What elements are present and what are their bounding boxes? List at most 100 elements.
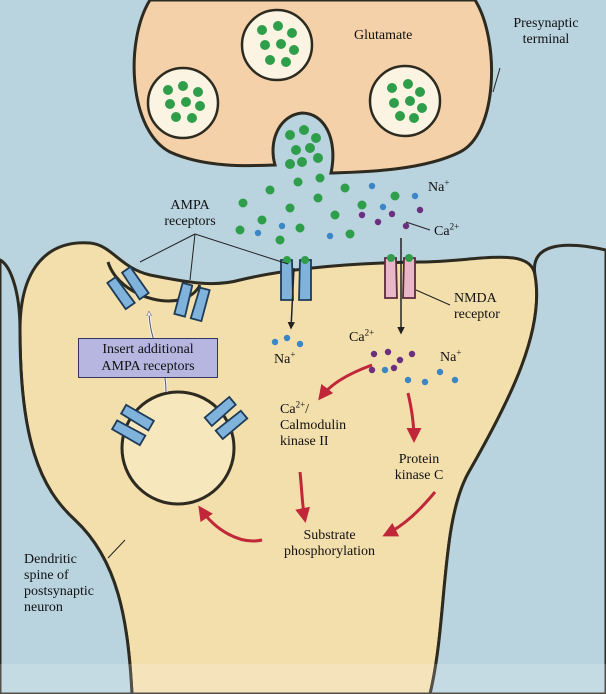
spine-pointer <box>107 539 126 559</box>
glutamate-molecule <box>305 143 315 153</box>
ca-top-sup: 2+ <box>449 221 460 232</box>
pkc-line1: Protein <box>398 452 440 467</box>
substrate-line1: Substrate <box>303 528 356 543</box>
postsynaptic-ions <box>271 334 459 386</box>
glutamate-molecule <box>287 28 297 38</box>
extracellular-left <box>0 258 134 694</box>
glutamate-molecule <box>313 153 323 163</box>
na-influx-arrow <box>287 267 296 330</box>
calcium-ion <box>370 350 378 358</box>
spine-line4: neuron <box>24 600 63 615</box>
glutamate-molecule <box>285 203 295 213</box>
insert-label-line2: AMPA receptors <box>101 359 195 374</box>
na-left-text: Na <box>274 352 291 367</box>
calcium-ion <box>388 210 396 218</box>
glutamate-molecule <box>165 99 175 109</box>
camkii-line3: kinase II <box>280 434 329 449</box>
glutamate-molecule <box>257 25 267 35</box>
ca-top-text: Ca <box>434 224 450 239</box>
glutamate-molecule <box>265 185 275 195</box>
na-top-sup: + <box>444 177 450 188</box>
glutamate-molecule <box>311 133 321 143</box>
pkc-line2: kinase C <box>394 468 444 483</box>
ca-mid-sup: 2+ <box>364 327 375 338</box>
glutamate-in-vesicles <box>163 21 427 169</box>
glutamate-molecule <box>390 191 400 201</box>
calcium-ion <box>374 218 382 226</box>
glutamate-molecule <box>295 223 305 233</box>
glutamate-molecule <box>285 130 295 140</box>
ampa-receptor-vesicle-right <box>203 395 249 441</box>
glutamate-molecule <box>178 81 188 91</box>
sodium-ion <box>411 192 419 200</box>
glutamate-molecule <box>285 159 295 169</box>
glutamate-molecule <box>257 215 267 225</box>
sodium-ion <box>381 366 389 374</box>
camkii-line2: Calmodulin <box>280 418 347 433</box>
spine-line2: spine of <box>24 568 69 583</box>
camkii-ca-sup: 2+ <box>295 399 306 410</box>
glutamate-molecule <box>345 229 355 239</box>
glutamate-molecule <box>195 101 205 111</box>
spine-line1: Dendritic <box>24 552 77 567</box>
sodium-ion <box>296 340 304 348</box>
sodium-ion <box>278 222 286 230</box>
na-left-label: Na+ <box>274 349 296 368</box>
glutamate-molecule <box>415 87 425 97</box>
glutamate-molecule <box>275 235 285 245</box>
camkii-line1: Ca2+/ <box>280 399 346 418</box>
camkii-slash: / <box>305 402 310 417</box>
glutamate-molecule <box>187 113 197 123</box>
calcium-ion <box>416 206 424 214</box>
ca-mid-text: Ca <box>349 330 365 345</box>
glutamate-molecule <box>163 85 173 95</box>
glutamate-molecule <box>289 45 299 55</box>
glutamate-molecule <box>387 83 397 93</box>
ampa-pointer-2 <box>189 233 196 281</box>
glutamate-molecule <box>340 183 350 193</box>
sodium-ion <box>451 376 459 384</box>
glutamate-molecule <box>193 87 203 97</box>
glutamate-molecule <box>235 225 245 235</box>
arrow-to-pkc <box>406 392 422 443</box>
glutamate-molecule <box>299 125 309 135</box>
nmda-receptor <box>384 254 416 299</box>
ca-pointer <box>405 221 431 231</box>
sodium-ion <box>368 182 376 190</box>
glutamate-label: Glutamate <box>354 28 413 43</box>
glutamate-molecule <box>313 193 323 203</box>
ampa-receptor-pit-left <box>106 265 150 311</box>
pkc-label: Protein kinase C <box>384 452 454 484</box>
glutamate-molecule <box>281 57 291 67</box>
na-left-sup: + <box>290 349 296 360</box>
glutamate-molecule <box>297 157 307 167</box>
ampa-pointer-3 <box>194 233 289 265</box>
sodium-ion <box>271 338 279 346</box>
nmda-receptor-label: NMDA receptor <box>454 291 500 323</box>
presynaptic-pointer <box>492 67 501 93</box>
ampa-receptors-label: AMPA receptors <box>150 198 230 230</box>
nmda-label-line1: NMDA <box>454 291 497 306</box>
nmda-pointer <box>415 289 451 306</box>
glutamate-molecule <box>357 200 367 210</box>
glutamate-molecule <box>330 210 340 220</box>
calcium-ion <box>358 211 366 219</box>
glutamate-molecule <box>171 112 181 122</box>
membrane-pit <box>106 261 202 303</box>
ampa-receptor-synapse <box>280 256 312 301</box>
bottom-fade <box>0 664 606 694</box>
sodium-ion <box>254 229 262 237</box>
ca-top-label: Ca2+ <box>434 221 460 240</box>
substrate-label: Substrate phosphorylation <box>262 528 397 560</box>
glutamate-molecule <box>405 96 415 106</box>
ampa-pointer-1 <box>139 233 196 263</box>
camkii-ca-text: Ca <box>280 402 296 417</box>
arrow-ca-to-camkii <box>318 363 373 401</box>
na-top-label: Na+ <box>428 177 450 196</box>
sodium-ion <box>421 378 429 386</box>
ampa-receptor-pit-right <box>173 281 211 323</box>
sodium-ion <box>436 368 444 376</box>
glutamate-molecule <box>276 39 286 49</box>
glutamate-molecule <box>389 98 399 108</box>
